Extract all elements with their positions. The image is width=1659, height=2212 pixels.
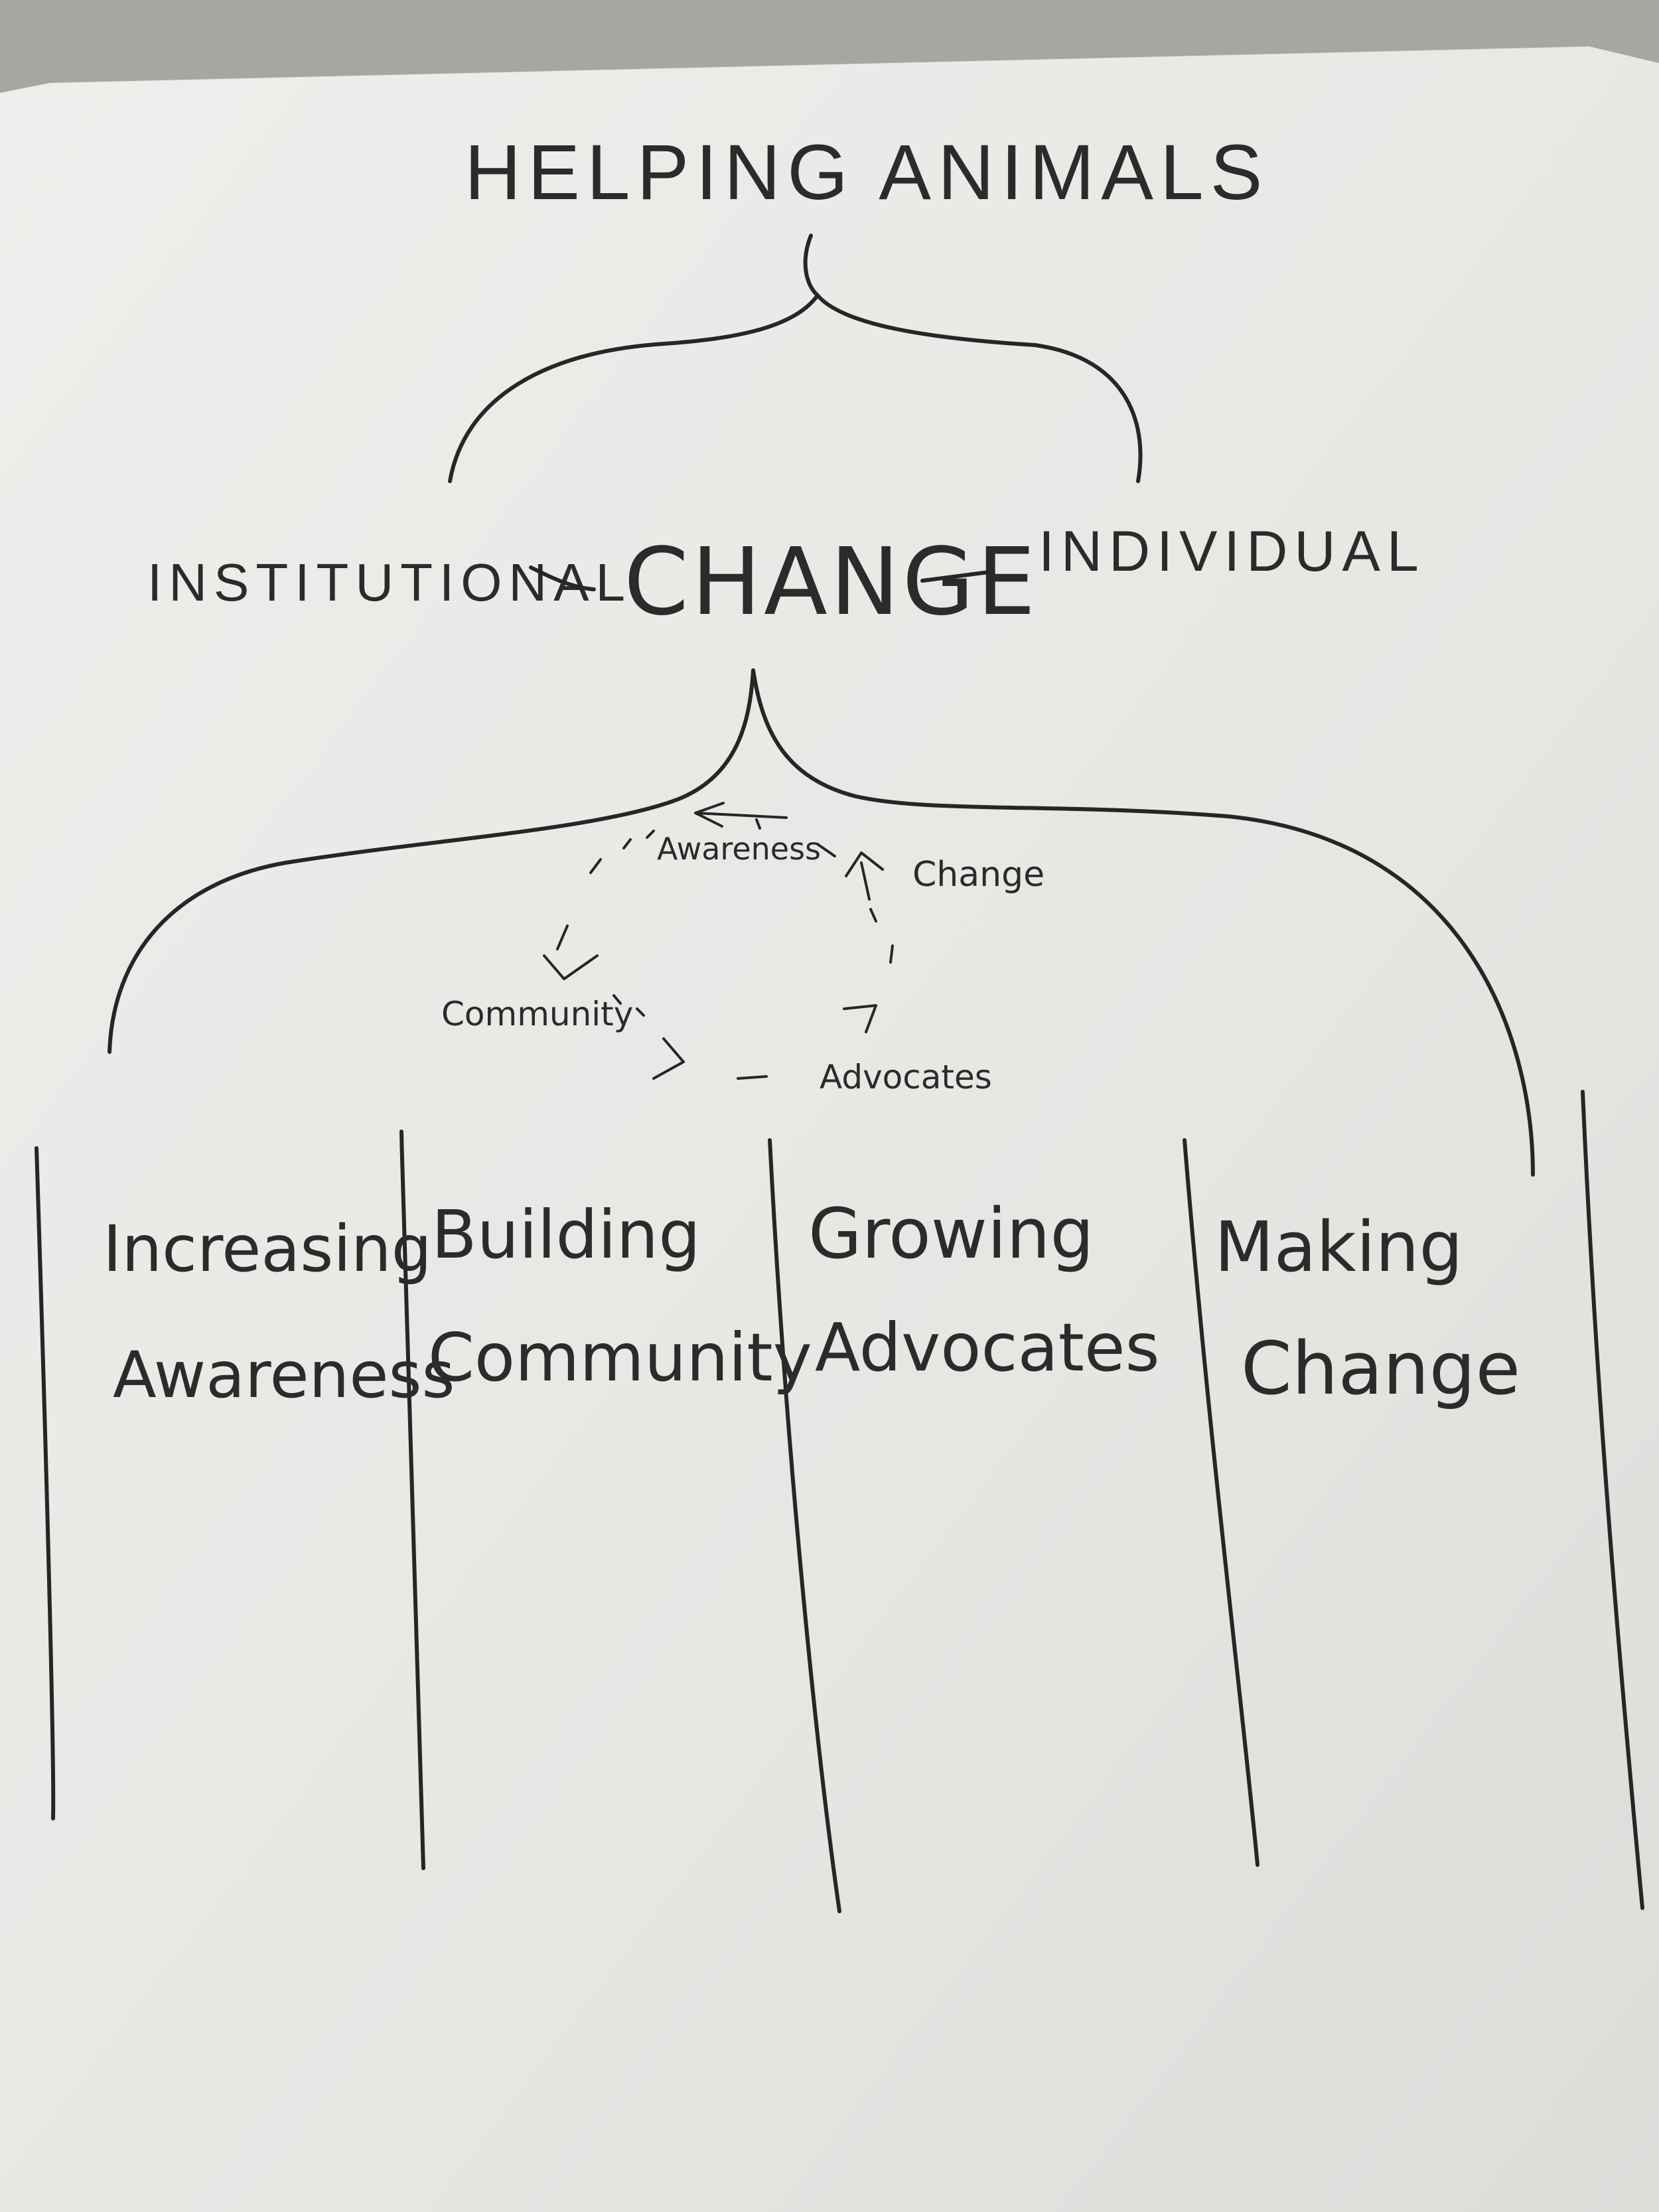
right-dash [920, 570, 991, 583]
individual-label: INDIVIDUAL [1039, 520, 1425, 583]
lower-brace [108, 668, 1535, 1177]
column-increasing-awareness: Increasing Awareness [103, 1212, 455, 1412]
divider-1 [35, 1146, 56, 1820]
dash-top-right [816, 843, 836, 857]
cycle-arrows [543, 802, 894, 1080]
column-3-line-1: Growing [808, 1193, 1094, 1274]
column-4-line-2: Change [1241, 1326, 1520, 1411]
divider-2 [399, 1130, 425, 1870]
dash-left-bottom [613, 994, 645, 1017]
divider-3 [768, 1138, 841, 1913]
arrow-community-icon [543, 924, 599, 980]
column-building-community: Building Community [428, 1196, 812, 1396]
column-3-line-2: Advocates [815, 1309, 1160, 1386]
dash-bottom-right [843, 944, 894, 1033]
arrow-change-icon [845, 851, 884, 922]
arrow-awareness-icon [694, 802, 788, 830]
cycle-advocates: Advocates [820, 1058, 992, 1096]
column-dividers [35, 1090, 1644, 1913]
left-dash [529, 565, 596, 591]
column-1-line-2: Awareness [113, 1338, 455, 1412]
cycle-awareness: Awareness [657, 831, 821, 867]
column-growing-advocates: Growing Advocates [808, 1193, 1160, 1386]
arrow-advocates-icon [652, 1037, 768, 1080]
divider-4 [1183, 1138, 1260, 1867]
page-title: HELPING ANIMALS [465, 129, 1269, 216]
column-2-line-2: Community [428, 1319, 812, 1396]
institutional-label: INSTITUTIONAL [147, 553, 632, 612]
column-4-line-1: Making [1214, 1207, 1463, 1288]
column-2-line-1: Building [431, 1196, 701, 1274]
top-brace [448, 234, 1143, 483]
cycle-community: Community [441, 995, 633, 1033]
dash-top-left [589, 830, 655, 874]
change-center-label: CHANGE [624, 528, 1038, 636]
column-1-line-1: Increasing [103, 1212, 432, 1286]
cycle-change: Change [912, 855, 1045, 895]
divider-5 [1581, 1090, 1644, 1910]
paper-sheet [0, 46, 1659, 2212]
column-making-change: Making Change [1214, 1207, 1520, 1411]
